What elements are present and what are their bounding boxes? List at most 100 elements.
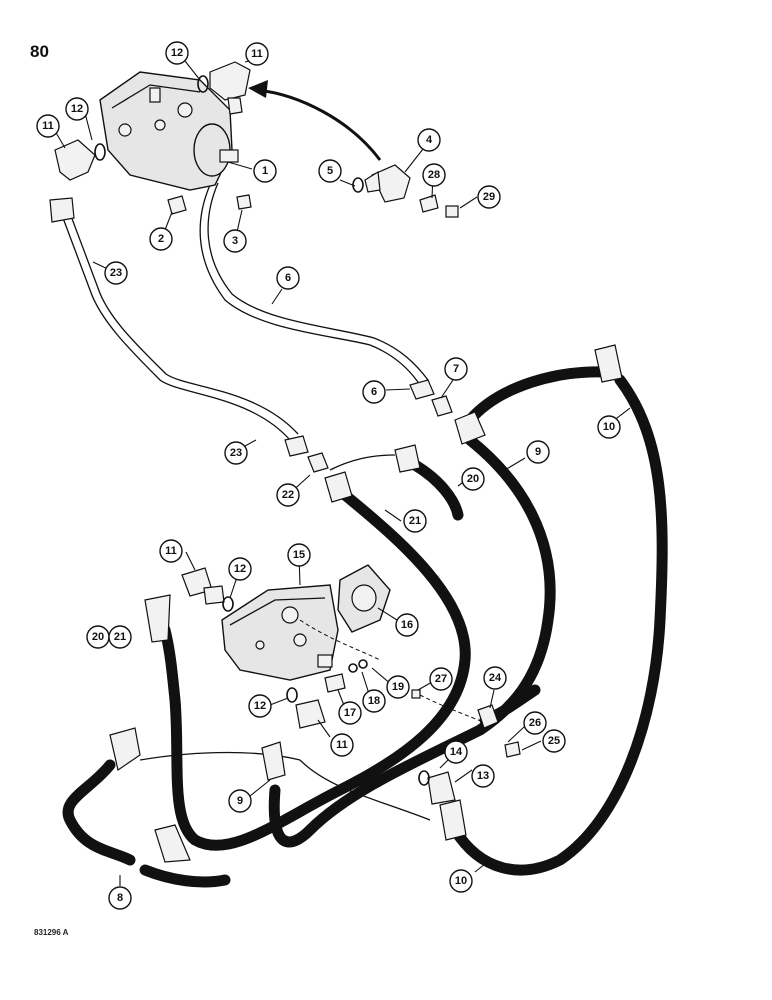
callout-12-valve-top: 12 bbox=[228, 557, 252, 581]
callout-2: 2 bbox=[149, 227, 173, 251]
callout-8: 8 bbox=[108, 886, 132, 910]
svg-text:14: 14 bbox=[450, 746, 463, 758]
fitting-tee-4 bbox=[352, 164, 459, 218]
svg-text:26: 26 bbox=[529, 717, 541, 729]
hose-21-long bbox=[159, 489, 471, 851]
svg-text:5: 5 bbox=[327, 165, 333, 177]
callout-15: 15 bbox=[287, 543, 311, 567]
svg-text:6: 6 bbox=[285, 272, 291, 284]
svg-text:21: 21 bbox=[114, 631, 126, 643]
callout-7: 7 bbox=[444, 357, 468, 381]
hose-9-long bbox=[268, 434, 556, 848]
hose-10-long bbox=[449, 374, 668, 876]
callout-11-valve-bottom: 11 bbox=[330, 733, 354, 757]
svg-text:23: 23 bbox=[110, 267, 122, 279]
page-number: 80 bbox=[30, 42, 49, 61]
svg-text:22: 22 bbox=[282, 489, 294, 501]
svg-text:2: 2 bbox=[158, 233, 164, 245]
svg-text:11: 11 bbox=[251, 48, 263, 60]
callout-11-valve-top: 11 bbox=[159, 539, 183, 563]
callout-1: 1 bbox=[253, 159, 277, 183]
hose-line-10 bbox=[299, 759, 431, 821]
hose-line-20 bbox=[329, 454, 396, 471]
svg-text:7: 7 bbox=[453, 363, 459, 375]
hose-line-9 bbox=[139, 751, 301, 761]
hose-8-b bbox=[139, 864, 231, 888]
callout-25: 25 bbox=[542, 729, 566, 753]
callout-21-left: 21 bbox=[108, 625, 132, 649]
callout-13: 13 bbox=[471, 764, 495, 788]
callout-29: 29 bbox=[477, 185, 501, 209]
svg-text:21: 21 bbox=[409, 515, 421, 527]
callout-12-left: 12 bbox=[65, 97, 89, 121]
callout-23-upper: 23 bbox=[104, 261, 128, 285]
direction-arrow bbox=[248, 80, 382, 161]
hoses bbox=[62, 366, 668, 888]
callout-23-lower: 23 bbox=[224, 441, 248, 465]
svg-text:13: 13 bbox=[477, 770, 489, 782]
svg-text:12: 12 bbox=[71, 103, 83, 115]
callout-6-lower: 6 bbox=[362, 380, 386, 404]
callout-21-right: 21 bbox=[403, 509, 427, 533]
svg-text:11: 11 bbox=[336, 739, 348, 751]
tube-end-fittings bbox=[109, 344, 623, 863]
svg-text:19: 19 bbox=[392, 681, 404, 693]
svg-text:12: 12 bbox=[234, 563, 246, 575]
callout-16: 16 bbox=[395, 613, 419, 637]
svg-text:12: 12 bbox=[254, 700, 266, 712]
callout-5: 5 bbox=[318, 159, 342, 183]
callout-24: 24 bbox=[483, 666, 507, 690]
svg-text:9: 9 bbox=[535, 446, 541, 458]
svg-text:1: 1 bbox=[262, 165, 268, 177]
svg-text:8: 8 bbox=[117, 892, 123, 904]
hose-8-a bbox=[62, 759, 136, 866]
control-valve bbox=[181, 564, 521, 805]
callout-6-upper: 6 bbox=[276, 266, 300, 290]
callout-20-right: 20 bbox=[461, 467, 485, 491]
svg-text:29: 29 bbox=[483, 191, 495, 203]
callout-28: 28 bbox=[422, 163, 446, 187]
callout-10-upper: 10 bbox=[597, 415, 621, 439]
svg-text:17: 17 bbox=[344, 707, 356, 719]
pump-fittings bbox=[49, 61, 252, 223]
svg-text:10: 10 bbox=[603, 421, 615, 433]
figure-code: 831296 A bbox=[34, 928, 69, 937]
svg-text:3: 3 bbox=[232, 235, 238, 247]
callout-12-top: 12 bbox=[165, 41, 189, 65]
svg-text:20: 20 bbox=[92, 631, 104, 643]
callout-11-top-left: 11 bbox=[36, 114, 60, 138]
svg-text:23: 23 bbox=[230, 447, 242, 459]
callout-17: 17 bbox=[338, 701, 362, 725]
callout-12-valve-bottom: 12 bbox=[248, 694, 272, 718]
callout-19: 19 bbox=[386, 675, 410, 699]
svg-text:6: 6 bbox=[371, 386, 377, 398]
callout-20-left: 20 bbox=[86, 625, 110, 649]
tube-6 bbox=[199, 184, 421, 386]
svg-text:12: 12 bbox=[171, 47, 183, 59]
callout-26: 26 bbox=[523, 711, 547, 735]
hose-10-to-fitting bbox=[464, 366, 611, 426]
thin-hose-lines bbox=[139, 454, 431, 821]
hydraulic-pump bbox=[99, 71, 239, 191]
svg-text:4: 4 bbox=[426, 134, 433, 146]
hose-20-short bbox=[409, 459, 464, 521]
leader-lines bbox=[54, 57, 631, 886]
svg-text:28: 28 bbox=[428, 169, 440, 181]
svg-text:24: 24 bbox=[489, 672, 502, 684]
callout-14: 14 bbox=[444, 740, 468, 764]
callout-22: 22 bbox=[276, 483, 300, 507]
svg-text:15: 15 bbox=[293, 549, 305, 561]
svg-text:10: 10 bbox=[455, 875, 467, 887]
svg-text:20: 20 bbox=[467, 473, 479, 485]
callout-3: 3 bbox=[223, 229, 247, 253]
svg-text:9: 9 bbox=[237, 795, 243, 807]
callout-11-top-right: 11 bbox=[245, 42, 269, 66]
callout-10-lower: 10 bbox=[449, 869, 473, 893]
svg-text:16: 16 bbox=[401, 619, 413, 631]
callout-9-upper: 9 bbox=[526, 440, 550, 464]
svg-text:11: 11 bbox=[42, 120, 54, 132]
svg-text:27: 27 bbox=[435, 673, 447, 685]
callout-18: 18 bbox=[362, 689, 386, 713]
callout-27: 27 bbox=[429, 667, 453, 691]
